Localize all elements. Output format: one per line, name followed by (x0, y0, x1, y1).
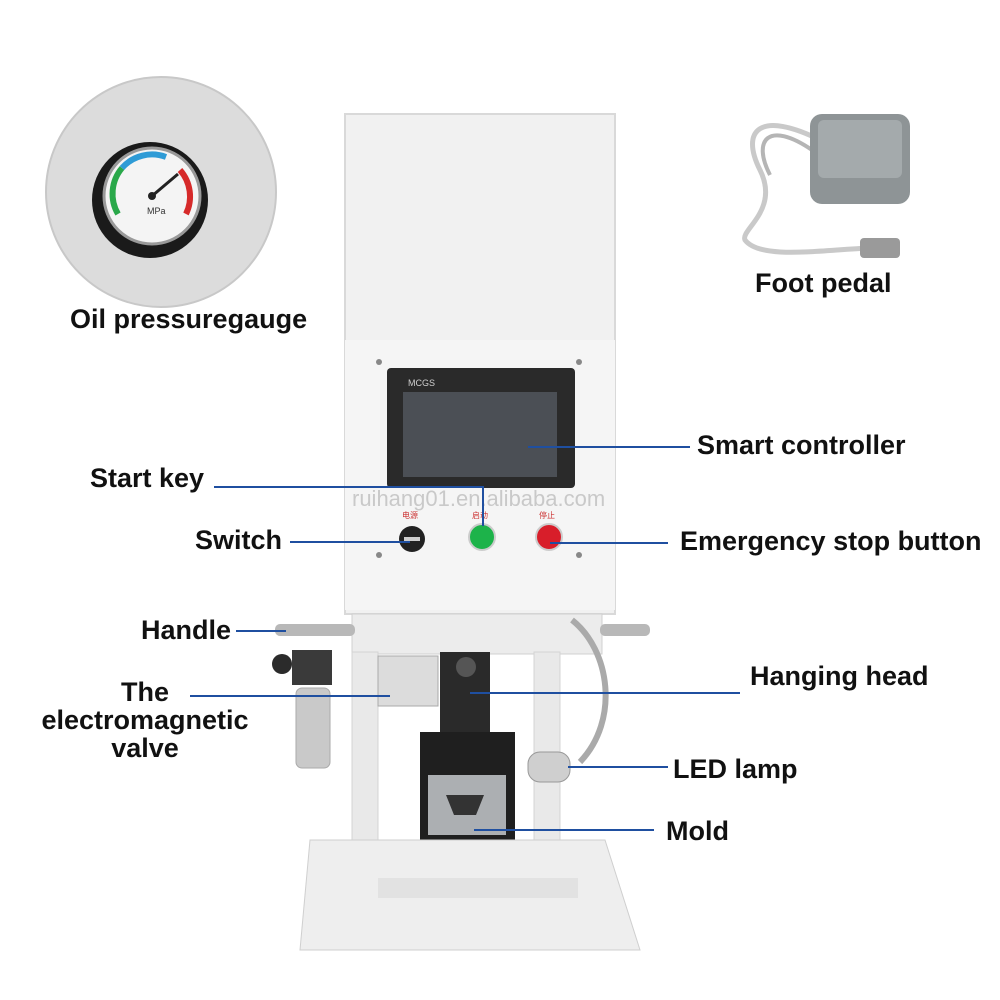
cabinet: MCGS 电源 启动 停止 (344, 113, 616, 615)
press-frame (272, 613, 650, 951)
leader-valve (190, 695, 390, 697)
leader-mold (474, 829, 654, 831)
leader-emergency-stop (550, 542, 668, 544)
mold-label: Mold (666, 816, 729, 846)
leader-start-key (214, 486, 484, 488)
hanging-head-label: Hanging head (750, 661, 929, 691)
leader-smart-controller (528, 446, 690, 448)
foot-pedal-image (742, 114, 910, 258)
watermark-text: ruihang01.en.alibaba.com (352, 486, 605, 511)
start-button-caption: 启动 (472, 510, 488, 520)
stop-button-caption: 停止 (539, 510, 555, 520)
gauge-unit-text: MPa (147, 206, 166, 216)
leader-start-key-drop (482, 486, 484, 526)
leader-hanging-head (470, 692, 740, 694)
oil-gauge-label: Oil pressuregauge (70, 304, 308, 334)
emergency-stop-label: Emergency stop button (680, 526, 982, 556)
oil-gauge-inset: MPa (45, 76, 277, 308)
valve-label-line3: valve (111, 733, 179, 763)
switch-button-caption: 电源 (402, 510, 418, 520)
foot-pedal-label: Foot pedal (755, 268, 892, 298)
leader-led-lamp (568, 766, 668, 768)
valve-label-line1: The (120, 677, 169, 707)
led-lamp-label: LED lamp (673, 754, 798, 784)
leader-switch (290, 541, 410, 543)
valve-label: The electromagnetic valve (30, 678, 260, 762)
valve-label-line2: electromagnetic (41, 705, 249, 735)
start-key-label: Start key (90, 463, 205, 493)
switch-label: Switch (195, 525, 283, 555)
screen-brand-text: MCGS (408, 378, 435, 388)
smart-controller-label: Smart controller (697, 430, 906, 460)
handle-label: Handle (141, 615, 232, 645)
leader-handle (236, 630, 286, 632)
